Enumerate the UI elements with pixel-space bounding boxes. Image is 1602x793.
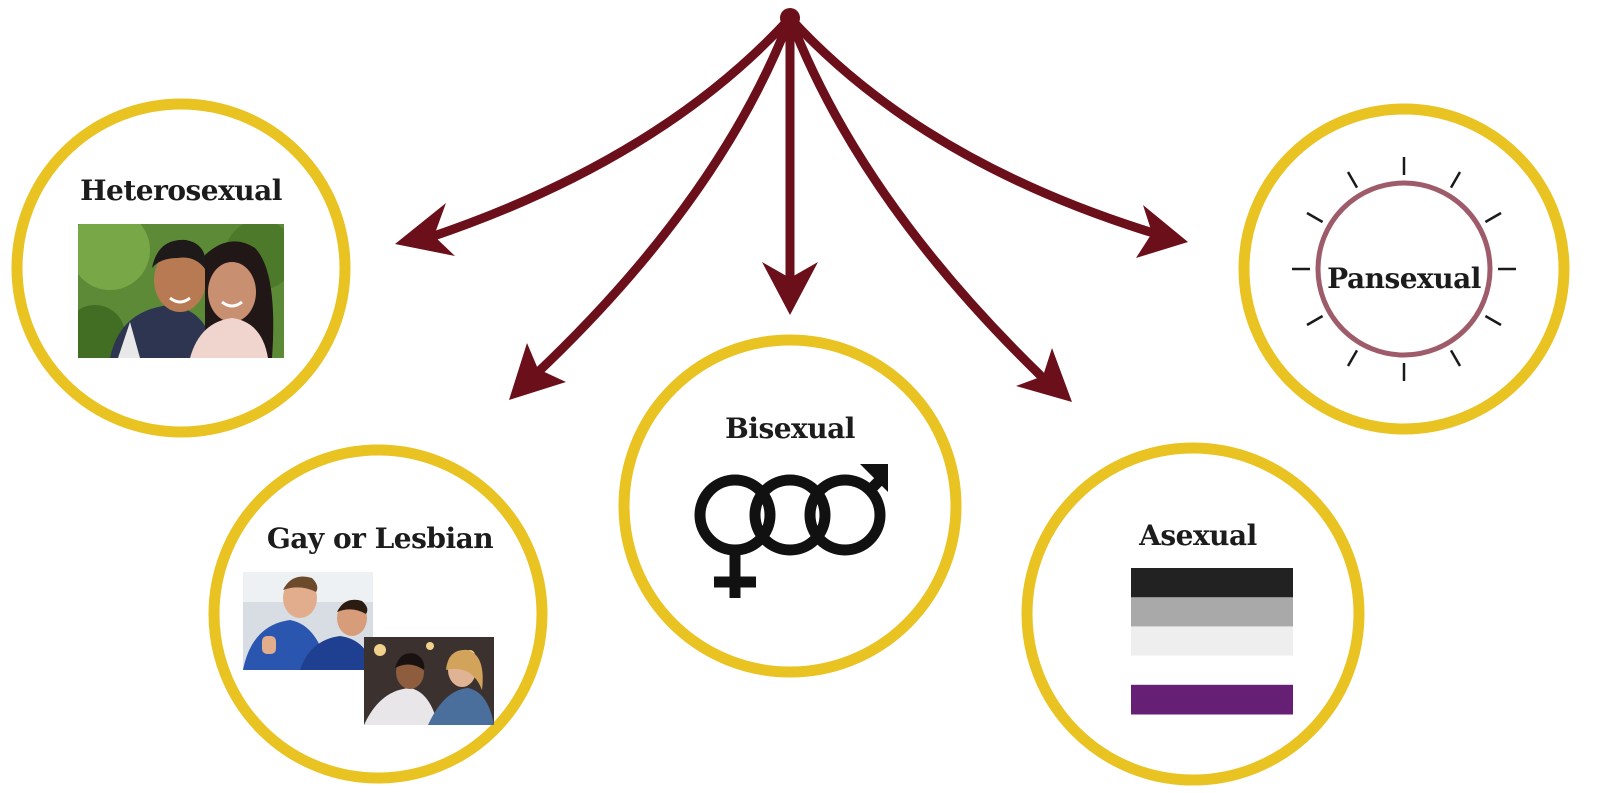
node-asexual: Asexual: [1021, 442, 1365, 786]
node-gay-lesbian: Gay or Lesbian: [208, 444, 548, 784]
asexual-flag-stripe: [1131, 655, 1293, 686]
arrow-to-gay-lesbian: [509, 13, 795, 400]
arrow-to-heterosexual: [395, 13, 795, 256]
asexual-label: Asexual: [1138, 519, 1257, 552]
asexual-flag-stripe: [1131, 626, 1293, 657]
node-pansexual: Pansexual: [1238, 103, 1570, 435]
asexual-flag: [1131, 568, 1293, 715]
gay-couple-photo: [243, 572, 373, 670]
pansexual-ray: [1484, 211, 1502, 224]
pansexual-ray: [1346, 171, 1359, 189]
heterosexual-ring: [11, 98, 351, 438]
pansexual-ray: [1306, 211, 1324, 224]
arrow-to-bisexual: [762, 13, 818, 315]
gay-lesbian-ring: [208, 444, 548, 784]
node-heterosexual: Heterosexual: [11, 98, 351, 438]
pansexual-symbol-icon: [1292, 157, 1516, 381]
asexual-flag-stripe: [1131, 568, 1293, 598]
arrows: [395, 8, 1188, 402]
bisexual-label: Bisexual: [725, 412, 855, 445]
pansexual-ray: [1449, 171, 1462, 189]
lesbian-couple-photo: [364, 637, 494, 725]
pansexual-ray: [1449, 349, 1462, 367]
asexual-flag-stripe: [1131, 597, 1293, 627]
arrow-to-asexual: [785, 13, 1072, 402]
gay-lesbian-label: Gay or Lesbian: [267, 522, 493, 555]
heterosexual-photo: [78, 224, 284, 358]
bisexual-ring: [618, 334, 962, 678]
heterosexual-label: Heterosexual: [80, 174, 282, 207]
asexual-flag-stripe: [1131, 684, 1293, 715]
arrow-to-pansexual: [785, 13, 1188, 258]
pansexual-ray: [1484, 314, 1502, 327]
asexual-ring: [1021, 442, 1365, 786]
node-bisexual: Bisexual: [618, 334, 962, 678]
bisexual-symbol-icon: [694, 464, 888, 598]
pansexual-ray: [1306, 314, 1324, 327]
pansexual-label: Pansexual: [1327, 262, 1481, 295]
pansexual-ray: [1346, 349, 1359, 367]
pansexual-ring-outer: [1238, 103, 1570, 435]
